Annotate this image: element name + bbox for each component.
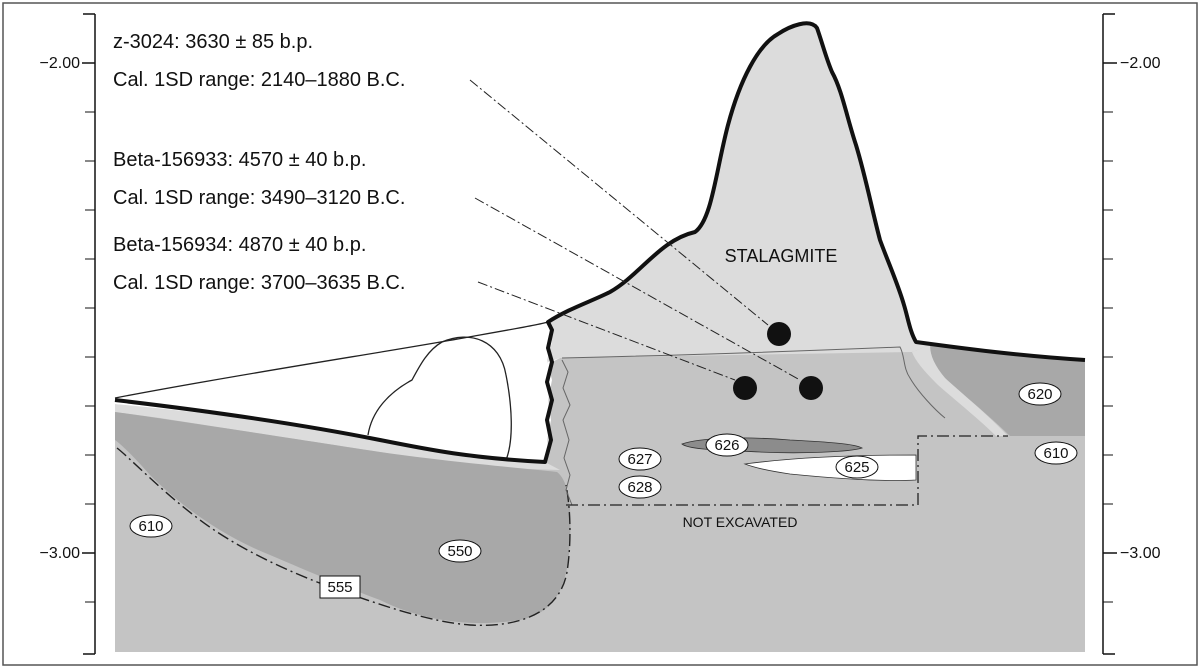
svg-text:626: 626	[714, 437, 739, 454]
svg-text:625: 625	[844, 459, 869, 476]
layer-label-620: 620	[1018, 382, 1062, 406]
svg-text:628: 628	[627, 479, 652, 496]
unexcavated-limit	[566, 435, 1008, 506]
stalagmite-outline	[114, 21, 1086, 464]
flowstone-band	[115, 404, 560, 470]
layer-label-550: 550	[438, 539, 482, 563]
excavation-top-edge	[561, 346, 946, 419]
sample-point-beta156933	[799, 376, 823, 400]
right-depth-scale: −2.00 −3.00	[1102, 13, 1161, 655]
layer-550-lens	[115, 412, 571, 624]
layer-label-610-left: 610	[129, 514, 173, 538]
layer-label-628: 628	[618, 475, 662, 499]
svg-text:610: 610	[138, 518, 163, 535]
right-scale-label-upper: −2.00	[1120, 55, 1161, 72]
layer-label-610-right: 610	[1034, 441, 1078, 465]
stalagmite-label: STALAGMITE	[725, 246, 838, 266]
date-2-cal: Cal. 1SD range: 3490–3120 B.C.	[113, 187, 405, 209]
layer-label-626: 626	[705, 433, 749, 457]
date-1-lab: z-3024: 3630 ± 85 b.p.	[113, 31, 313, 53]
svg-text:627: 627	[627, 451, 652, 468]
leader-line-beta156934	[477, 281, 736, 381]
date-1-cal: Cal. 1SD range: 2140–1880 B.C.	[113, 69, 405, 91]
layer-label-627: 627	[618, 447, 662, 471]
svg-text:620: 620	[1027, 386, 1052, 403]
layer-label-625: 625	[835, 455, 879, 479]
svg-text:610: 610	[1043, 445, 1068, 462]
date-3-cal: Cal. 1SD range: 3700–3635 B.C.	[113, 272, 405, 294]
layer-620	[930, 345, 1085, 436]
svg-text:555: 555	[327, 579, 352, 596]
excavation-edge	[561, 359, 573, 506]
date-3-lab: Beta-156934: 4870 ± 40 b.p.	[113, 234, 366, 256]
layer-label-555: 555	[319, 575, 361, 599]
left-scale-label-upper: −2.00	[40, 55, 81, 72]
date-2-lab: Beta-156933: 4570 ± 40 b.p.	[113, 149, 366, 171]
left-scale-label-lower: −3.00	[40, 545, 81, 562]
sample-point-z3024	[767, 322, 791, 346]
layer-555-boundary	[116, 447, 571, 627]
right-scale-label-lower: −3.00	[1120, 545, 1161, 562]
sample-point-beta156934	[733, 376, 757, 400]
leader-line-beta156933	[474, 197, 801, 381]
left-depth-scale: −2.00 −3.00	[40, 13, 96, 655]
flowstone-wedge	[912, 345, 1008, 436]
sample-leaders	[469, 79, 801, 381]
not-excavated-label: NOT EXCAVATED	[683, 514, 798, 530]
upper-surface-line	[114, 321, 549, 399]
svg-text:550: 550	[447, 543, 472, 560]
